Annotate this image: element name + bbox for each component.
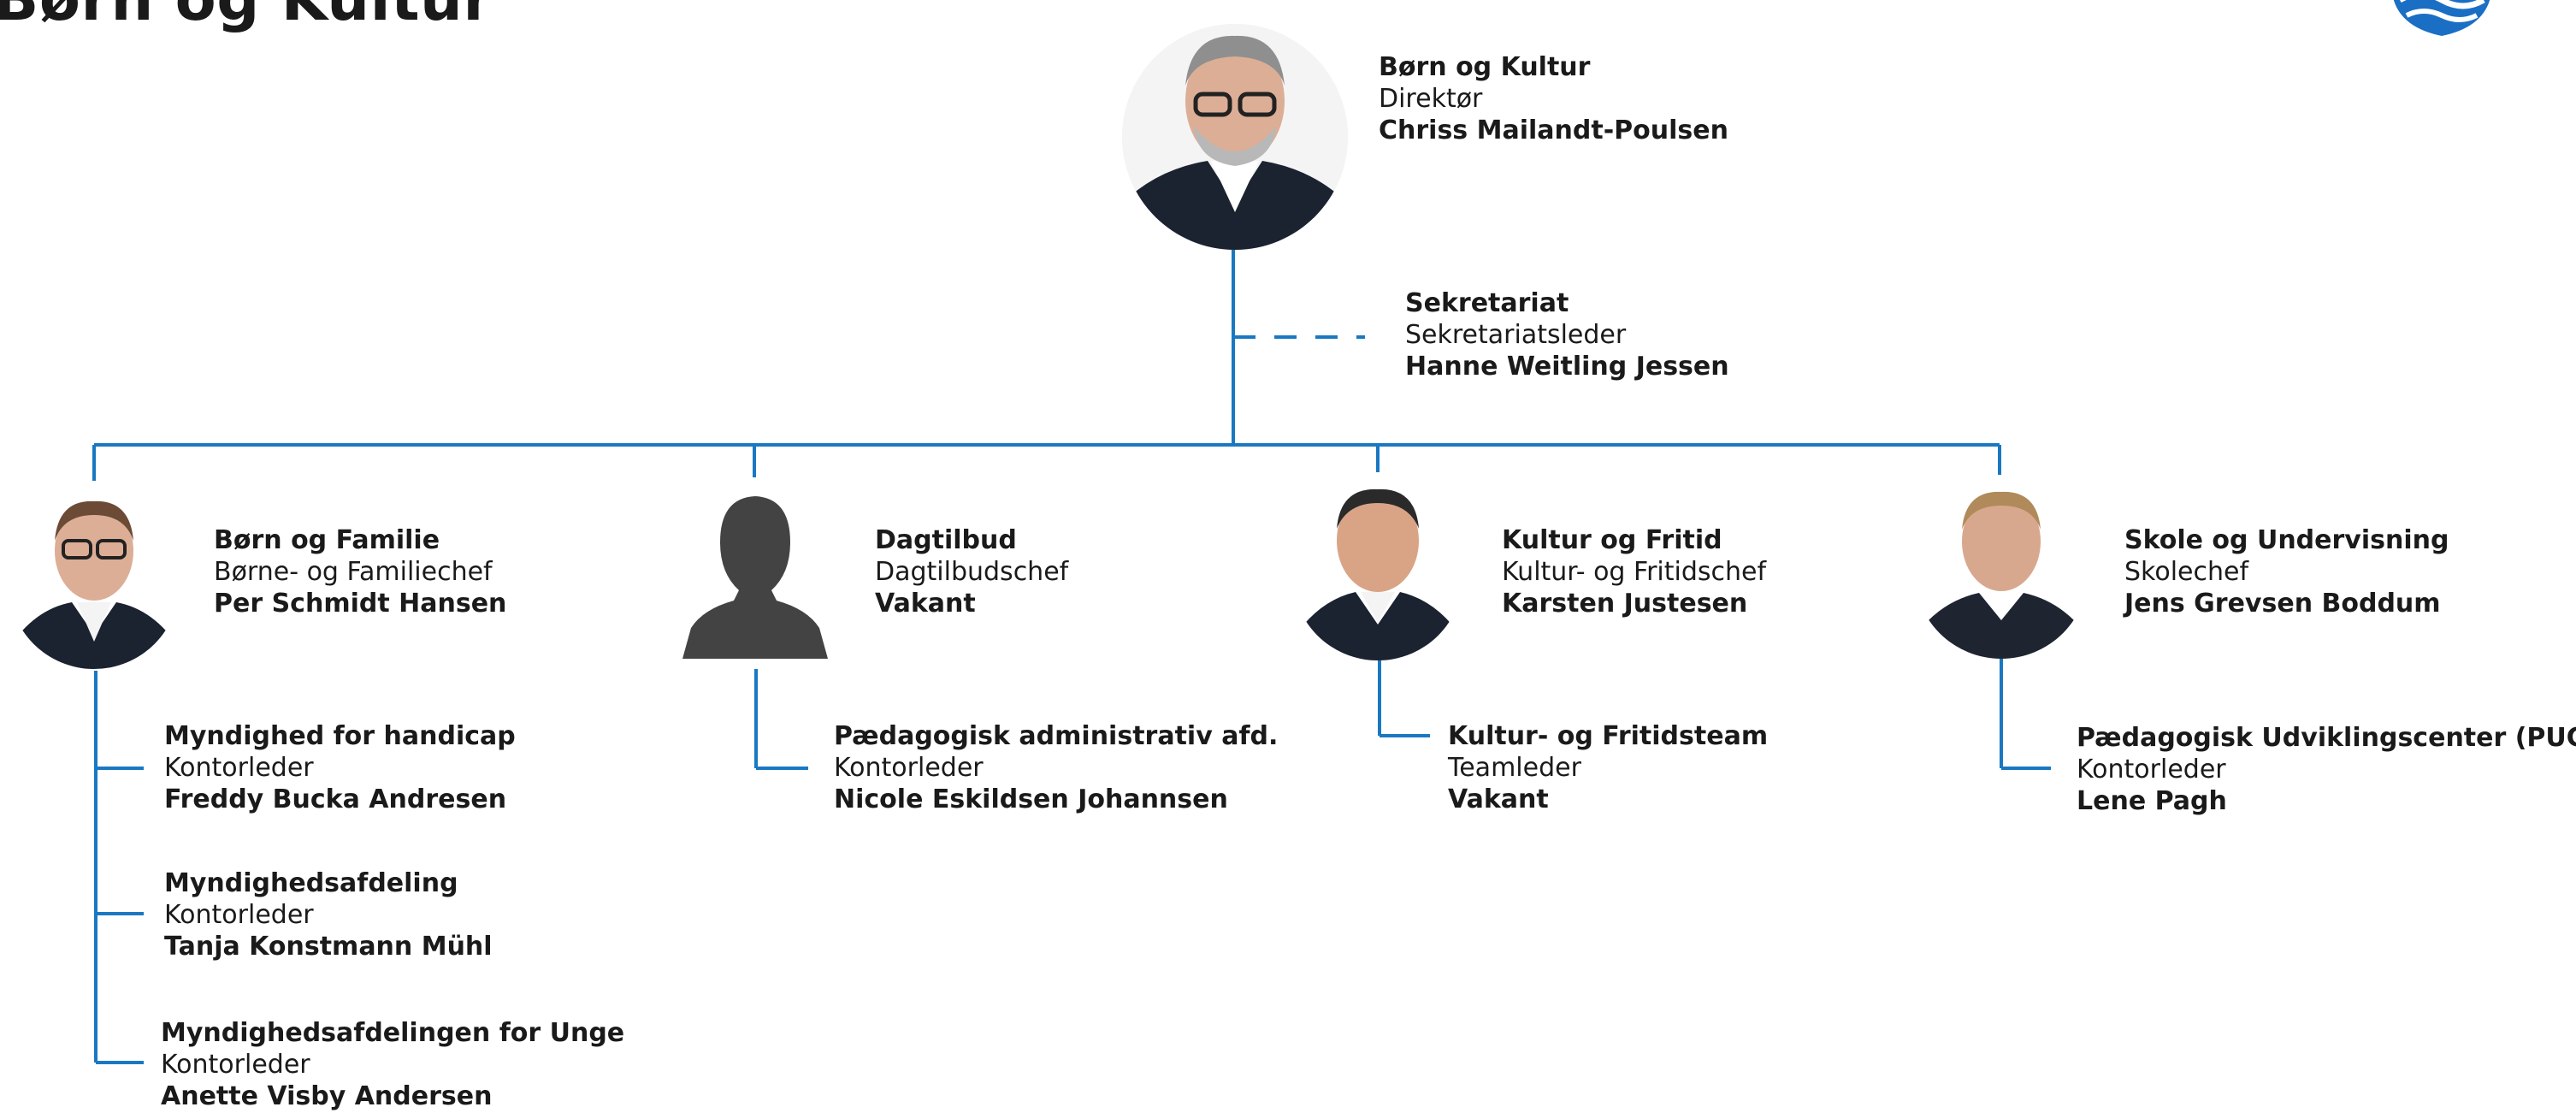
- subunit-unit: Myndighedsafdelingen for Unge: [161, 1018, 625, 1048]
- dept-role: Dagtilbudschef: [875, 557, 1069, 587]
- dept-role: Børne- og Familiechef: [214, 557, 493, 587]
- subunit-info: Myndighedsafdeling Kontorleder Tanja Kon…: [164, 867, 493, 962]
- dept-role: Kultur- og Fritidschef: [1502, 557, 1767, 587]
- municipality-logo: [2386, 0, 2497, 41]
- subunit-unit: Kultur- og Fritidsteam: [1448, 721, 1769, 751]
- dept-info-boern-og-familie: Børn og Familie Børne- og Familiechef Pe…: [214, 524, 506, 619]
- subunit-unit: Pædagogisk Udviklingscenter (PUC): [2077, 723, 2576, 753]
- dept-unit: Skole og Undervisning: [2124, 525, 2449, 555]
- secretariat-unit: Sekretariat: [1405, 288, 1569, 318]
- dept-unit: Dagtilbud: [875, 525, 1017, 555]
- subunit-unit: Pædagogisk administrativ afd.: [834, 721, 1279, 751]
- director-unit: Børn og Kultur: [1379, 52, 1591, 82]
- director-name: Chriss Mailandt-Poulsen: [1379, 115, 1728, 145]
- subunit-role: Kontorleder: [164, 900, 314, 930]
- secretariat-role: Sekretariatsleder: [1405, 320, 1627, 350]
- subunit-role: Kontorleder: [2077, 755, 2226, 784]
- subunit-role: Kontorleder: [161, 1050, 310, 1080]
- subunit-name: Nicole Eskildsen Johannsen: [834, 784, 1228, 814]
- director-photo: [1122, 24, 1348, 250]
- vacant-person-silhouette: [682, 491, 828, 662]
- dept-name: Jens Grevsen Boddum: [2124, 589, 2441, 619]
- subunit-info: Kultur- og Fritidsteam Teamleder Vakant: [1448, 720, 1768, 815]
- subunit-name: Tanja Konstmann Mühl: [164, 932, 493, 962]
- secretariat-info: Sekretariat Sekretariatsleder Hanne Weit…: [1405, 287, 1729, 382]
- subunit-role: Teamleder: [1448, 753, 1581, 783]
- dept-info-dagtilbud: Dagtilbud Dagtilbudschef Vakant: [875, 524, 1068, 619]
- subunit-name: Lene Pagh: [2077, 786, 2227, 816]
- subunit-info: Myndighed for handicap Kontorleder Fredd…: [164, 720, 516, 815]
- subunit-info: Pædagogisk Udviklingscenter (PUC) Kontor…: [2077, 722, 2576, 817]
- secretariat-name: Hanne Weitling Jessen: [1405, 352, 1729, 382]
- subunit-unit: Myndighed for handicap: [164, 721, 516, 751]
- dept-name: Per Schmidt Hansen: [214, 589, 507, 619]
- subunit-name: Anette Visby Andersen: [161, 1081, 493, 1111]
- subunit-info: Pædagogisk administrativ afd. Kontorlede…: [834, 720, 1278, 815]
- subunit-role: Kontorleder: [164, 753, 314, 783]
- dept-unit: Kultur og Fritid: [1502, 525, 1722, 555]
- dept-photo-kultur-og-fritid: [1292, 472, 1463, 660]
- dept-photo-skole-og-undervisning: [1914, 475, 2089, 659]
- dept-photo-boern-og-familie: [9, 481, 180, 669]
- dept-name: Vakant: [875, 589, 976, 619]
- subunit-name: Freddy Bucka Andresen: [164, 784, 507, 814]
- subunit-role: Kontorleder: [834, 753, 984, 783]
- subunit-info: Myndighedsafdelingen for Unge Kontorlede…: [161, 1017, 624, 1112]
- director-info: Børn og Kultur Direktør Chriss Mailandt-…: [1379, 51, 1728, 146]
- dept-name: Karsten Justesen: [1502, 589, 1748, 619]
- dept-unit: Børn og Familie: [214, 525, 440, 555]
- subunit-unit: Myndighedsafdeling: [164, 868, 458, 898]
- subunit-name: Vakant: [1448, 784, 1549, 814]
- director-role: Direktør: [1379, 84, 1483, 114]
- dept-info-skole-og-undervisning: Skole og Undervisning Skolechef Jens Gre…: [2124, 524, 2449, 619]
- dept-info-kultur-og-fritid: Kultur og Fritid Kultur- og Fritidschef …: [1502, 524, 1766, 619]
- page-title: Børn og Kultur: [0, 0, 493, 34]
- dept-role: Skolechef: [2124, 557, 2249, 587]
